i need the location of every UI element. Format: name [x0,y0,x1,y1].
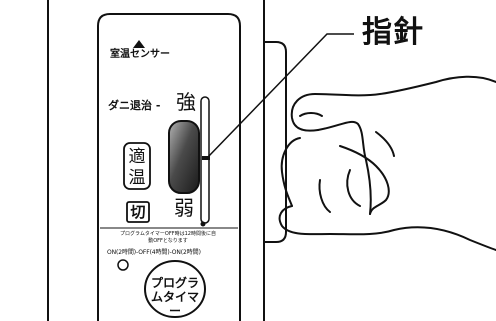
weak-dot [200,221,206,227]
timer-button[interactable] [144,260,206,318]
strong-label: 強 [176,90,196,114]
control-panel [97,13,241,321]
dani-taiji-label: ダニ退治 - [108,99,161,112]
slide-knob[interactable] [168,120,200,194]
tekion-label: 適温 [128,147,146,188]
timer-cycle-label: ON(2時間)-OFF(4時間)-ON(2時間) [107,249,201,256]
hand-illustration [278,75,496,251]
weak-label: 弱 [174,196,194,220]
sensor-label: 室温センサー [110,49,170,60]
side-bracket [264,41,287,243]
timer-note: プログラムタイマーOFF時は12時間後に自動OFFとなります [120,231,216,244]
leader-line [206,33,354,159]
tekion-box [123,142,151,190]
circle-icon [117,259,129,271]
timer-button-label: プログラムタイマー [150,276,199,318]
pointer-mark [202,156,210,160]
sensor-triangle-icon [133,40,145,48]
off-label: 切 [130,203,146,221]
pointer-label: 指針 [362,15,424,50]
off-box [126,201,150,223]
